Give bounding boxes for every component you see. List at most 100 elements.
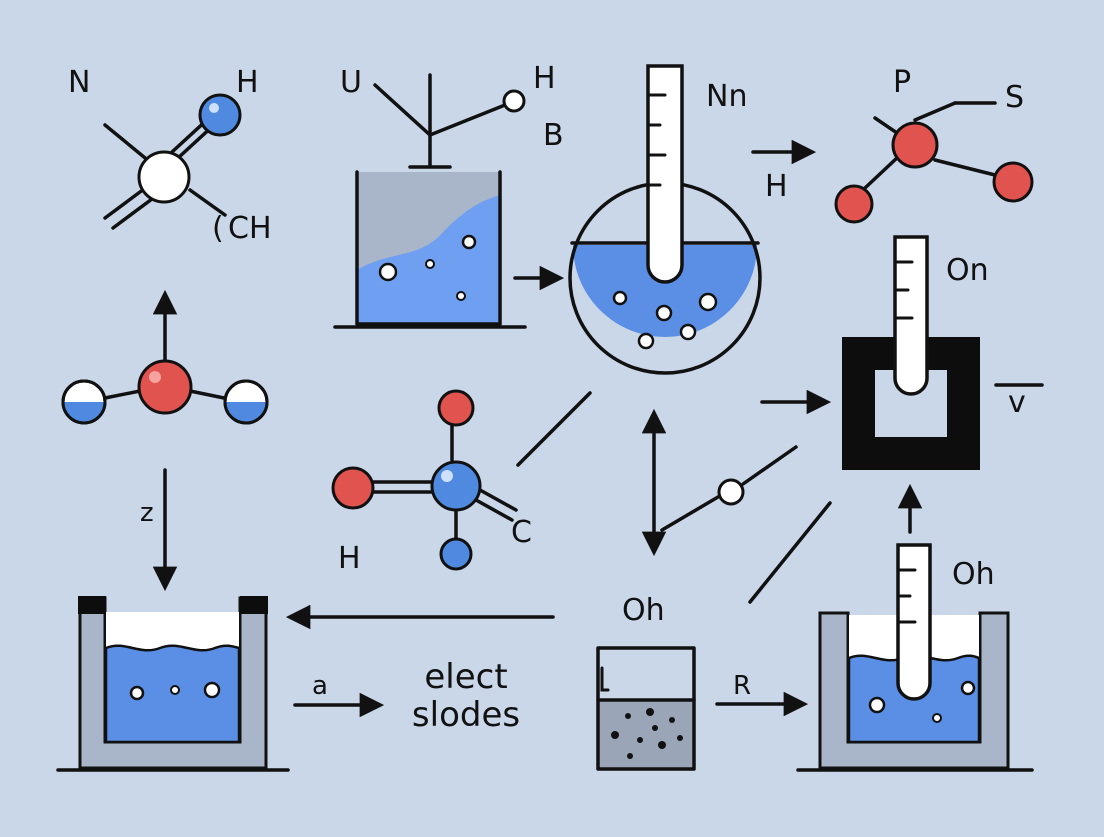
atom-red: [437, 389, 475, 427]
label-p: P: [893, 65, 911, 100]
label-c: C: [511, 515, 532, 550]
connector-line: [516, 391, 592, 467]
bubble: [655, 304, 673, 322]
thermometer: [893, 235, 929, 396]
bond: [474, 498, 514, 522]
caption-line-2: slodes: [412, 695, 520, 735]
particle: [611, 731, 619, 739]
atom-blue: [439, 537, 473, 571]
tank-left: z: [56, 468, 290, 772]
molecule-top-right: P S: [834, 65, 1034, 224]
bubble: [425, 259, 435, 269]
molecule-top-left: N H ( CH: [68, 65, 272, 246]
label-b: B: [543, 118, 564, 153]
atom-highlight: [441, 470, 453, 482]
particle: [627, 753, 633, 759]
bond: [863, 155, 900, 190]
label-n: N: [68, 65, 90, 100]
label-open-paren: (: [212, 211, 224, 246]
bond: [188, 188, 227, 217]
container-outline: [596, 646, 696, 771]
beaker-with-stand: U H B: [333, 61, 564, 329]
atom-half-fill: [63, 402, 105, 423]
label-on: On: [946, 253, 989, 288]
black-block-apparatus: On v: [842, 235, 1044, 470]
particle: [625, 713, 631, 719]
bubble: [868, 696, 886, 714]
label-arrow-h: H: [765, 169, 788, 204]
bubble: [378, 262, 398, 282]
label-oh: Oh: [952, 557, 995, 592]
label-v: v: [1008, 385, 1026, 420]
bond: [478, 488, 518, 512]
label-a: a: [312, 671, 328, 701]
atom-outline: [61, 379, 107, 425]
flask-liquid: [573, 245, 757, 337]
caption-line-1: elect: [424, 657, 507, 697]
bubble: [612, 290, 628, 306]
label-s: S: [1005, 80, 1024, 115]
bond: [933, 158, 997, 177]
particle: [646, 708, 654, 716]
bubble: [203, 681, 221, 699]
label-ch: CH: [228, 211, 272, 246]
particle: [637, 737, 643, 743]
tick: [600, 666, 610, 692]
atom-red: [331, 466, 375, 510]
molecule-left-middle: [61, 289, 269, 425]
stand-arm: [373, 83, 432, 137]
bubble: [170, 685, 180, 695]
bond: [103, 184, 150, 220]
bubble: [637, 332, 655, 350]
tank-frame: [818, 611, 1010, 770]
bubble: [129, 685, 145, 701]
atom-white: [717, 478, 745, 506]
label-oh: Oh: [622, 593, 665, 628]
tank-right: Oh: [796, 483, 1034, 772]
beaker-wall: [355, 170, 502, 326]
atom-red: [834, 184, 874, 224]
bubble: [456, 291, 466, 301]
atom-blue: [430, 460, 482, 512]
atom-half-fill: [225, 402, 267, 423]
atom-red: [137, 359, 193, 415]
label-h: H: [236, 65, 259, 100]
bond: [103, 389, 142, 400]
connector-line: [741, 445, 798, 486]
label-z: z: [140, 498, 154, 528]
atom-white: [502, 89, 526, 113]
connector-line: [748, 501, 832, 604]
particle: [652, 725, 658, 731]
particle: [669, 717, 675, 723]
molecule-center: H C: [331, 389, 532, 576]
tank-clamp: [240, 596, 268, 614]
label-h: H: [338, 541, 361, 576]
bubble: [679, 323, 697, 341]
thermometer: [646, 64, 684, 284]
bubble: [698, 292, 718, 312]
bubble: [932, 713, 942, 723]
atom-red: [992, 161, 1034, 203]
atom-blue: [198, 93, 242, 137]
atom-white: [137, 150, 191, 204]
stand-arm: [428, 103, 507, 137]
particle: [677, 735, 683, 741]
label-r: R: [733, 671, 751, 701]
tank-clamp: [78, 596, 106, 614]
atom-highlight: [209, 103, 219, 113]
particle: [658, 741, 666, 749]
connector-line: [660, 495, 720, 532]
label-nn: Nn: [706, 79, 747, 114]
round-flask: Nn: [568, 64, 762, 375]
label-h: H: [533, 61, 556, 96]
sediment-container: Oh: [596, 593, 696, 771]
atom-outline: [223, 379, 269, 425]
bond: [111, 194, 158, 230]
bubble: [960, 680, 976, 696]
bond: [188, 389, 226, 400]
bubble: [461, 234, 477, 250]
atom-highlight: [149, 371, 161, 383]
label-u: U: [340, 65, 362, 100]
